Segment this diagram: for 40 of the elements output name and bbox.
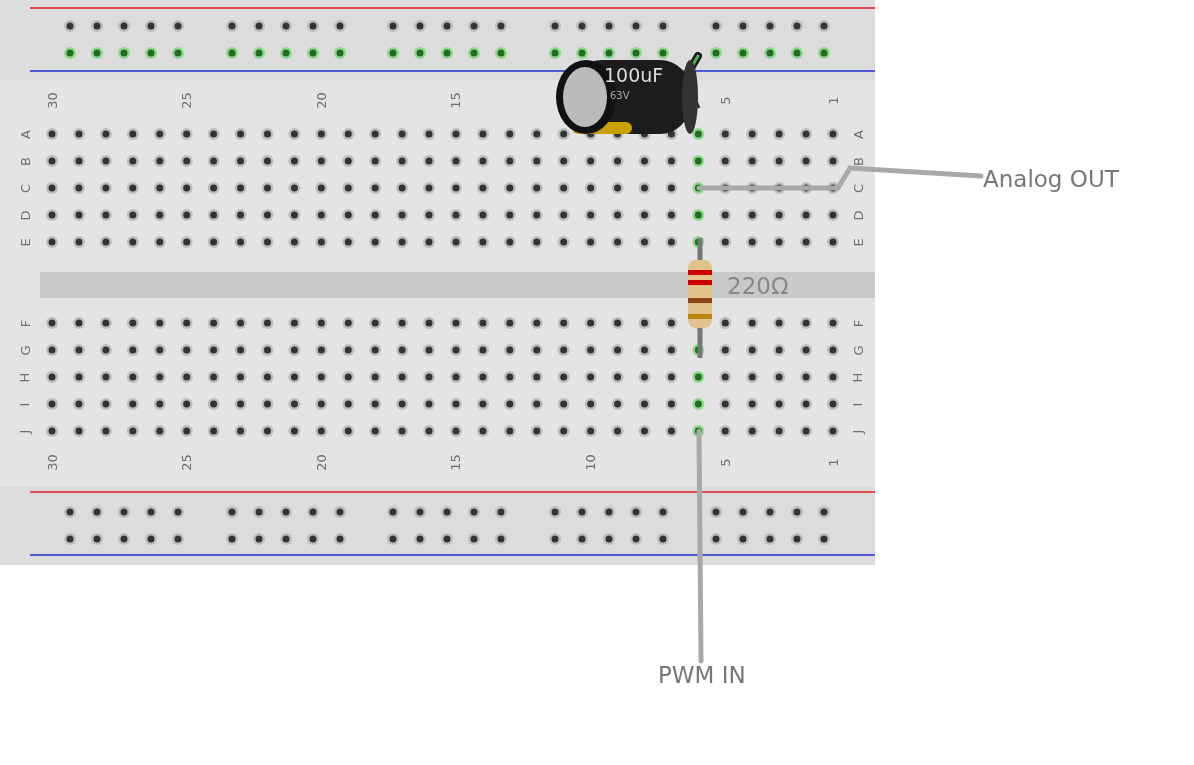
column-number: 30: [45, 453, 59, 471]
row-letter: J: [851, 429, 865, 433]
column-number: 5: [718, 95, 732, 105]
voltage-label: 63V: [610, 90, 630, 101]
row-letter: A: [851, 129, 865, 139]
connection-label: PWM IN: [658, 662, 746, 688]
row-letter: D: [18, 210, 32, 220]
row-letter: G: [851, 344, 865, 356]
row-letter: C: [18, 183, 32, 193]
wire: [696, 428, 704, 664]
row-letter: B: [18, 156, 32, 166]
connection-label: Analog OUT: [983, 166, 1119, 192]
resistance-label: 220Ω: [727, 273, 789, 299]
wire: [696, 165, 984, 191]
row-letter: A: [18, 129, 32, 139]
row-letter: H: [18, 372, 32, 382]
row-letter: F: [18, 319, 32, 327]
row-letter: I: [18, 402, 32, 406]
column-number: 15: [449, 453, 463, 471]
column-number: 5: [718, 457, 732, 467]
row-letter: J: [18, 429, 32, 433]
column-number: 1: [826, 95, 840, 105]
column-number: 20: [314, 91, 328, 109]
column-number: 15: [449, 91, 463, 109]
row-letter: H: [851, 372, 865, 382]
row-letter: C: [851, 183, 865, 193]
row-letter: D: [851, 210, 865, 220]
row-letter: E: [18, 237, 32, 247]
column-number: 1: [826, 457, 840, 467]
row-letter: B: [851, 156, 865, 166]
column-number: 20: [314, 453, 328, 471]
row-letter: I: [851, 402, 865, 406]
column-number: 10: [583, 453, 597, 471]
capacitance-label: 100uF: [604, 64, 664, 86]
row-letter: F: [851, 319, 865, 327]
row-letter: G: [18, 344, 32, 356]
column-number: 25: [179, 91, 193, 109]
column-number: 30: [45, 91, 59, 109]
row-letter: E: [851, 237, 865, 247]
column-number: 25: [179, 453, 193, 471]
